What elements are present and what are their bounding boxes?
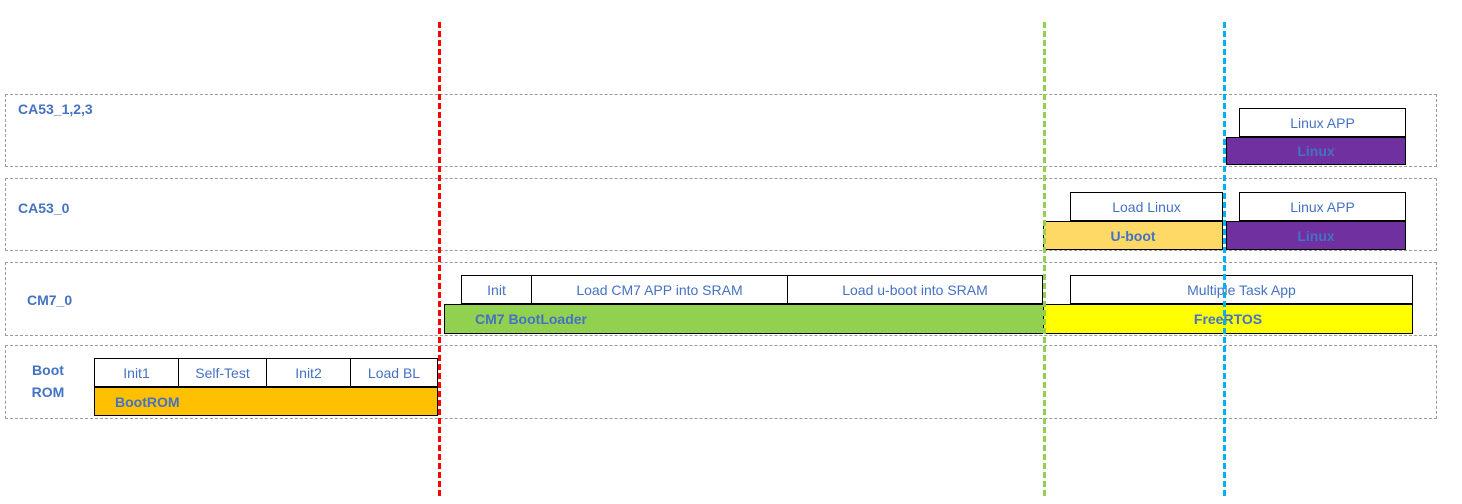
task-ca53-0-linux-app: Linux APP — [1239, 192, 1406, 221]
lane-label-ca53-123: CA53_1,2,3 — [18, 101, 93, 117]
bar-ca53-123-linux: Linux — [1226, 137, 1406, 165]
lane-ca53-123 — [5, 94, 1437, 167]
bar-ca53-0-linux: Linux — [1226, 221, 1406, 250]
task-cm7-multi-task: Multiple Task App — [1070, 275, 1413, 304]
task-cm7-init: Init — [461, 275, 532, 304]
task-cm7-load-app: Load CM7 APP into SRAM — [531, 275, 788, 304]
task-ca53-123-linux-app: Linux APP — [1239, 108, 1406, 137]
lane-cm7-0 — [5, 262, 1437, 336]
task-boot-selftest: Self-Test — [178, 358, 267, 387]
marker-line-blue — [1223, 22, 1226, 496]
marker-line-red — [438, 22, 441, 496]
bar-ca53-0-uboot: U-boot — [1043, 221, 1223, 250]
lane-label-bootrom-line2: ROM — [31, 384, 65, 400]
lane-ca53-0 — [5, 178, 1437, 251]
bar-bootrom: BootROM — [94, 387, 438, 416]
lane-label-bootrom-line1: Boot — [32, 362, 64, 378]
bar-cm7-bootloader: CM7 BootLoader — [444, 304, 1044, 334]
lane-label-ca53-0: CA53_0 — [18, 200, 70, 216]
lane-label-bootrom: Boot ROM — [22, 362, 74, 401]
task-ca53-0-load-linux: Load Linux — [1070, 192, 1223, 221]
task-boot-init1: Init1 — [94, 358, 179, 387]
task-boot-load-bl: Load BL — [350, 358, 438, 387]
bar-cm7-freertos: FreeRTOS — [1043, 304, 1413, 334]
lane-bootrom — [5, 345, 1437, 419]
task-cm7-load-uboot: Load u-boot into SRAM — [787, 275, 1043, 304]
task-boot-init2: Init2 — [266, 358, 351, 387]
marker-line-green — [1043, 22, 1046, 496]
lane-label-cm7-0: CM7_0 — [27, 292, 73, 308]
